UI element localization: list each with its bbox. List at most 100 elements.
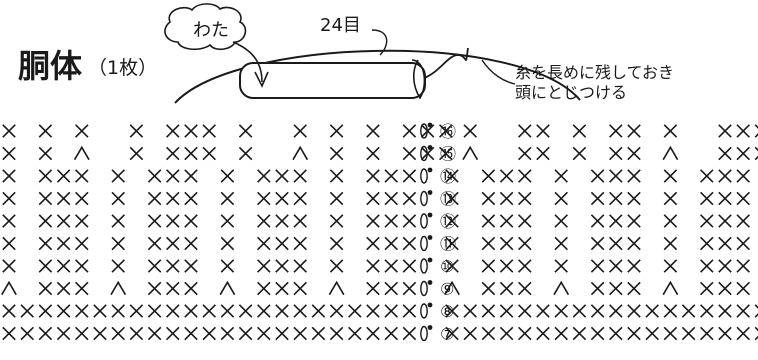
single-crochet-symbol (293, 169, 307, 183)
single-crochet-symbol (445, 326, 459, 341)
single-crochet-symbol (499, 214, 514, 228)
single-crochet-symbol (481, 191, 496, 206)
single-crochet-symbol (718, 281, 732, 296)
single-crochet-symbol (700, 281, 714, 296)
single-crochet-symbol (402, 281, 417, 296)
single-crochet-symbol (681, 304, 696, 318)
single-crochet-symbol (609, 281, 623, 296)
single-crochet-symbol (402, 191, 417, 206)
single-crochet-symbol (627, 146, 641, 161)
single-crochet-symbol (663, 304, 678, 318)
single-crochet-symbol (663, 124, 678, 138)
single-crochet-symbol (590, 169, 605, 183)
chain-loop-symbol (420, 168, 428, 184)
single-crochet-symbol (463, 124, 477, 138)
single-crochet-symbol (329, 214, 344, 228)
single-crochet-symbol (220, 304, 235, 318)
single-crochet-symbol (499, 169, 514, 183)
single-crochet-symbol (56, 259, 71, 273)
single-crochet-symbol (736, 259, 750, 273)
single-crochet-symbol (220, 191, 235, 206)
single-crochet-symbol (329, 236, 344, 251)
single-crochet-symbol (499, 236, 514, 251)
single-crochet-symbol (700, 169, 714, 183)
single-crochet-symbol (554, 169, 568, 183)
single-crochet-symbol (202, 146, 216, 161)
decrease-symbol (1, 280, 17, 296)
single-crochet-symbol (111, 214, 125, 228)
single-crochet-symbol (184, 124, 198, 138)
single-crochet-symbol (238, 304, 253, 318)
single-crochet-symbol (609, 304, 623, 318)
single-crochet-symbol (366, 124, 380, 138)
single-crochet-symbol (590, 191, 605, 206)
single-crochet-symbol (700, 214, 714, 228)
single-crochet-symbol (518, 236, 532, 251)
slip-stitch-dot (427, 212, 433, 218)
single-crochet-symbol (166, 214, 180, 228)
single-crochet-symbol (481, 236, 496, 251)
single-crochet-symbol (2, 169, 16, 183)
single-crochet-symbol (536, 326, 550, 341)
body-illustration (164, 3, 581, 104)
single-crochet-symbol (166, 191, 180, 206)
single-crochet-symbol (2, 146, 16, 161)
single-crochet-symbol (184, 281, 198, 296)
single-crochet-symbol (754, 124, 758, 138)
single-crochet-symbol (554, 191, 568, 206)
single-crochet-symbol (663, 169, 678, 183)
single-crochet-symbol (220, 214, 235, 228)
single-crochet-symbol (609, 124, 623, 138)
single-crochet-symbol (329, 191, 344, 206)
single-crochet-symbol (590, 214, 605, 228)
single-crochet-symbol (554, 326, 568, 341)
decrease-symbol (73, 145, 90, 161)
single-crochet-symbol (56, 281, 71, 296)
single-crochet-symbol (681, 326, 696, 341)
single-crochet-symbol (220, 326, 235, 341)
single-crochet-symbol (481, 281, 496, 296)
single-crochet-symbol (645, 326, 659, 341)
single-crochet-symbol (627, 259, 641, 273)
single-crochet-symbol (202, 304, 216, 318)
single-crochet-symbol (481, 304, 496, 318)
decrease-symbol (444, 280, 460, 296)
row-number: ⑨ (440, 280, 454, 299)
single-crochet-symbol (348, 304, 362, 318)
chain-loop-symbol (420, 123, 428, 139)
slip-stitch-dot (427, 325, 433, 330)
single-crochet-symbol (184, 259, 198, 273)
single-crochet-symbol (38, 304, 53, 318)
single-crochet-symbol (590, 236, 605, 251)
single-crochet-symbol (257, 259, 271, 273)
single-crochet-symbol (147, 214, 162, 228)
single-crochet-symbol (439, 146, 453, 161)
single-crochet-symbol (56, 191, 71, 206)
single-crochet-symbol (329, 304, 344, 318)
row-number: ⑫ (440, 212, 456, 231)
single-crochet-symbol (75, 124, 89, 138)
single-crochet-symbol (518, 281, 532, 296)
single-crochet-symbol (572, 124, 587, 138)
single-crochet-symbol (20, 326, 34, 341)
slip-stitch-dot (427, 280, 433, 285)
single-crochet-symbol (293, 214, 307, 228)
single-crochet-symbol (663, 191, 678, 206)
single-crochet-symbol (499, 191, 514, 206)
single-crochet-symbol (736, 124, 750, 138)
yarn-tail (423, 47, 469, 79)
chain-loop-symbol (420, 258, 428, 274)
single-crochet-symbol (663, 236, 678, 251)
stuffing-cloud-icon (164, 3, 247, 51)
single-crochet-symbol (445, 259, 459, 273)
note-line-1: 糸を長めに残しておき (515, 63, 675, 82)
finishing-note: 糸を長めに残しておき 頭にとじつける (515, 63, 674, 103)
single-crochet-symbol (147, 304, 162, 318)
single-crochet-symbol (499, 281, 514, 296)
single-crochet-symbol (129, 124, 144, 138)
single-crochet-symbol (445, 191, 459, 206)
single-crochet-symbol (293, 304, 307, 318)
single-crochet-symbol (275, 169, 289, 183)
single-crochet-symbol (700, 259, 714, 273)
single-crochet-symbol (384, 191, 398, 206)
